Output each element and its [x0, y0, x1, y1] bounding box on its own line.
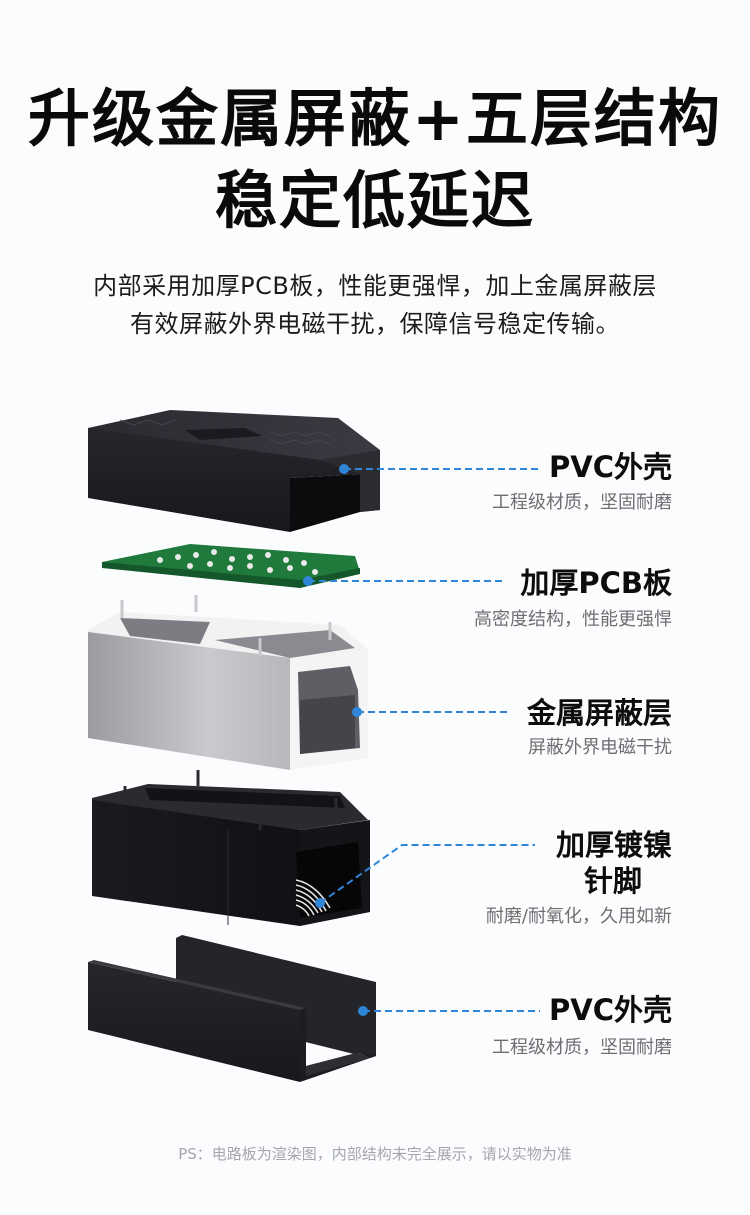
footnote: PS：电路板为渲染图，内部结构未完全展示，请以实物为准 — [178, 1145, 572, 1163]
layer-title-bottom-shell: PVC外壳 — [549, 993, 672, 1027]
subtitle-line-2: 有效屏蔽外界电磁干扰，保障信号稳定传输。 — [130, 310, 620, 338]
layer-title-pins-line-2: 针脚 — [583, 864, 642, 898]
anchor-dot-pcb — [303, 576, 313, 586]
layer-title-top-shell: PVC外壳 — [549, 450, 672, 484]
anchor-dot-pins — [315, 898, 325, 908]
layer-title-pins-line-1: 加厚镀镍 — [555, 828, 672, 862]
anchor-dot-top-shell — [339, 464, 349, 474]
headline-line-2: 稳定低延迟 — [214, 164, 535, 237]
anchor-dot-bottom-shell — [358, 1006, 368, 1016]
leader-line-pins — [319, 844, 535, 904]
layer-desc-bottom-shell: 工程级材质，坚固耐磨 — [492, 1037, 672, 1058]
bottom-shell-icon — [88, 935, 376, 1082]
metal-shield-icon — [88, 595, 368, 770]
anchor-dot-shield — [352, 707, 362, 717]
subtitle-line-1: 内部采用加厚PCB板，性能更强悍，加上金属屏蔽层 — [93, 272, 657, 300]
top-shell-icon — [88, 410, 380, 532]
headline-line-1: 升级金属屏蔽+五层结构 — [28, 82, 722, 155]
layer-desc-shield: 屏蔽外界电磁干扰 — [528, 737, 672, 758]
layer-title-shield: 金属屏蔽层 — [526, 696, 672, 730]
nickel-pins-icon — [92, 770, 370, 926]
pcb-board-icon — [102, 544, 360, 588]
layer-desc-pcb: 高密度结构，性能更强悍 — [474, 609, 672, 630]
layer-title-pcb: 加厚PCB板 — [520, 566, 672, 600]
layer-desc-top-shell: 工程级材质，坚固耐磨 — [492, 492, 672, 513]
layer-desc-pins: 耐磨/耐氧化，久用如新 — [485, 906, 672, 927]
